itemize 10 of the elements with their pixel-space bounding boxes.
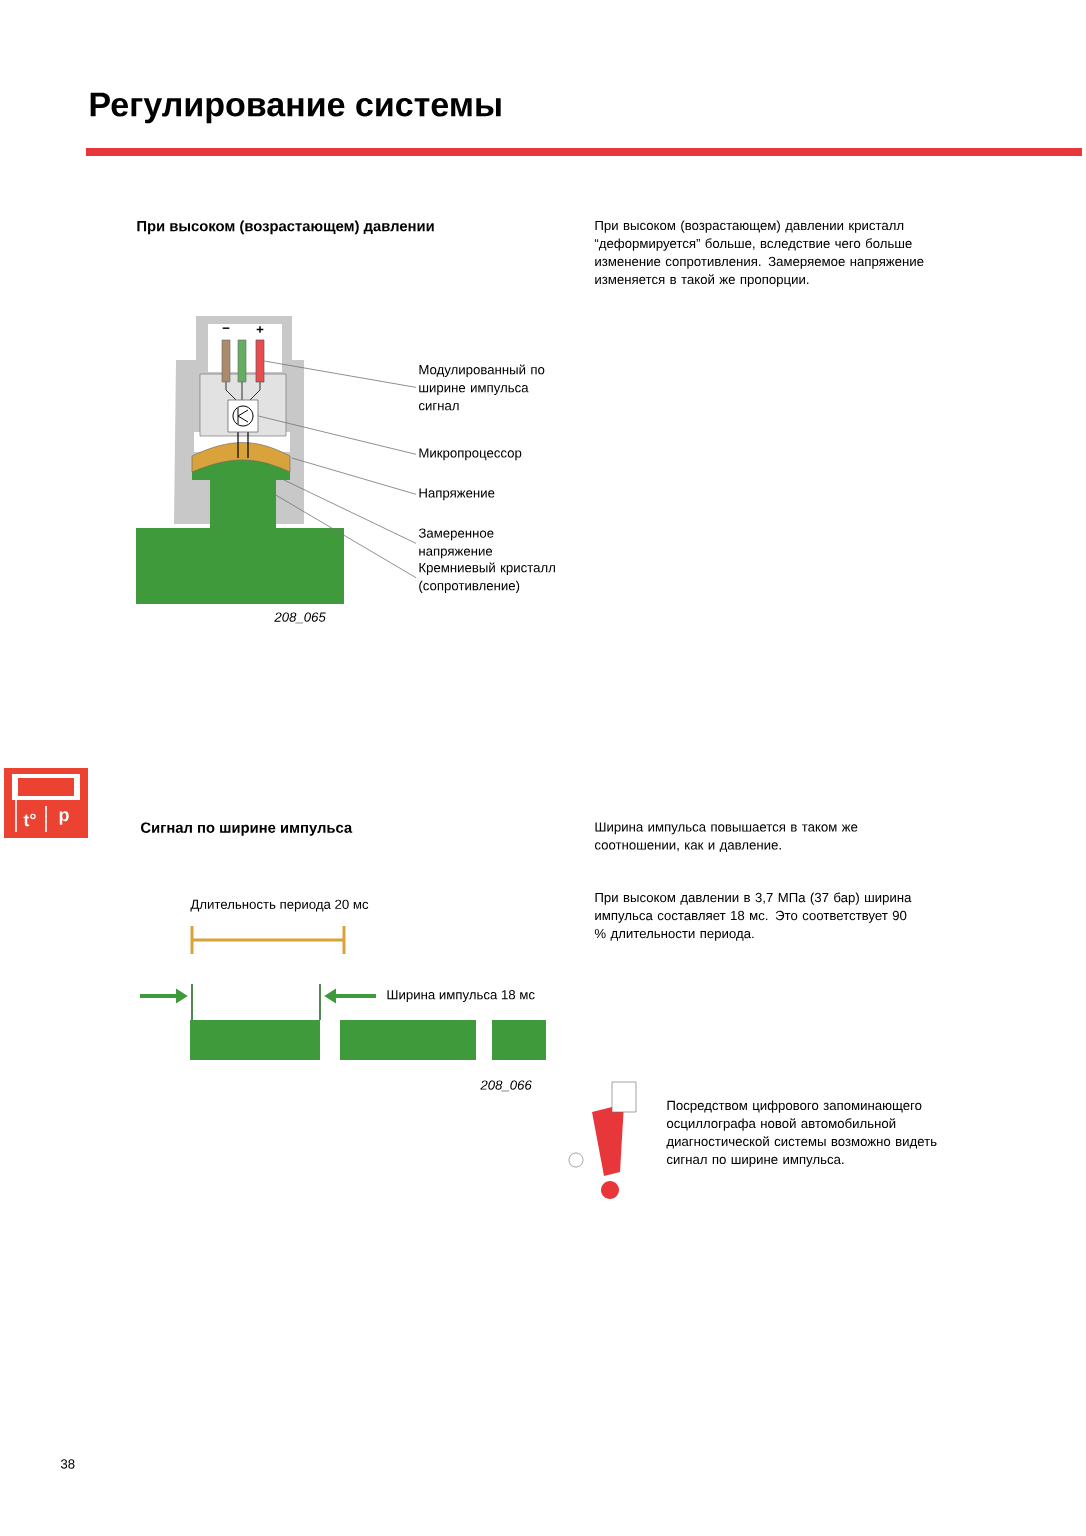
pin [255,339,265,383]
icon-letter: t° [23,813,36,827]
leader-line [283,479,417,544]
microprocessor-box [227,399,259,433]
page-title: Регулирование системы [90,92,501,124]
leader-line [273,493,417,579]
leader-line [263,360,417,388]
icon-letter: p [59,811,69,825]
leader-line [291,457,417,495]
leader-line [257,415,417,455]
